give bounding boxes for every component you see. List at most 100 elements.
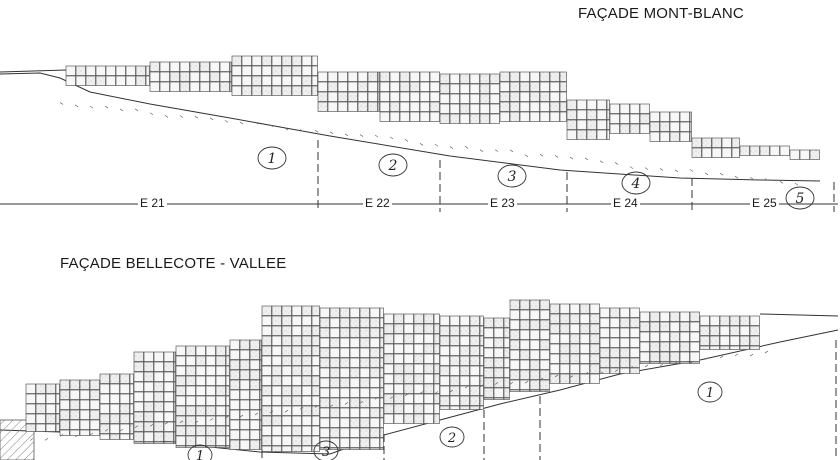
top-cell [347,71,358,82]
top-cell [459,93,470,104]
top-cell [95,65,106,76]
top-seat-mark [419,142,424,146]
bottom-cell [519,359,530,370]
bottom-cell [239,339,250,350]
bottom-cell [249,419,260,430]
top-cell [606,109,610,120]
top-cell [669,111,680,122]
top-cell [586,129,597,140]
top-cell [261,85,272,96]
top-zone-circle [378,153,408,177]
bottom-cell [45,383,56,394]
bottom-cell [249,359,260,370]
bottom-cell [249,369,260,380]
top-cell [145,75,150,86]
bottom-cell [493,357,504,368]
top-seat-mark [209,117,214,121]
top-cell [125,75,136,86]
top-cell [159,81,170,92]
bottom-cell [301,305,312,316]
bottom-cell [173,431,176,442]
bottom-cell [205,395,216,406]
bottom-cell [369,357,380,368]
top-cell [529,91,540,102]
bottom-cell [339,437,350,448]
top-cell [639,103,650,114]
top-cell [337,91,348,102]
bottom-cell [413,353,424,364]
bottom-cell [261,405,272,416]
bottom-cell [261,315,272,326]
bottom-cell [519,299,530,310]
top-cell [125,65,136,76]
bottom-cell [89,399,100,410]
bottom-seat-mark [524,380,529,384]
bottom-seat-mark [104,428,109,432]
top-cell [149,81,160,92]
bottom-cell [249,439,260,450]
bottom-cell [469,365,480,376]
bottom-cell [339,387,350,398]
bottom-cell [349,317,360,328]
bottom-cell [69,399,80,410]
bottom-cell [205,365,216,376]
bottom-cell [679,361,690,364]
bottom-cell [509,389,520,392]
top-section-label-bg [138,196,168,210]
bottom-cell [329,387,340,398]
bottom-seat-mark [29,438,34,441]
bottom-cell [619,327,630,338]
bottom-cell [629,357,640,368]
bottom-seat-mark [719,355,724,359]
top-seat-mark [449,146,454,149]
bottom-cell [479,385,484,396]
bottom-cell [349,387,360,398]
top-cell [539,81,550,92]
bottom-cell [749,315,760,326]
bottom-cell [493,377,504,388]
bottom-cell [133,411,144,422]
top-cell [499,81,510,92]
bottom-cell [133,361,144,372]
bottom-cell [261,365,272,376]
top-cell [377,71,380,82]
top-seat-mark [554,155,559,158]
bottom-cell [649,351,660,362]
bottom-cell [215,395,226,406]
bottom-cell [549,373,560,384]
bottom-cell [369,377,380,388]
bottom-cell [589,323,600,334]
bottom-cell [469,315,480,326]
bottom-cell [329,447,340,450]
top-seat-mark [134,108,139,112]
bottom-cell [339,427,350,438]
bottom-seat-mark [614,369,619,372]
bottom-cell [175,415,186,426]
bottom-cell [319,327,330,338]
top-cell [479,93,490,104]
bottom-cell [25,383,36,394]
bottom-cell [729,335,740,346]
top-cell [449,113,460,124]
top-cell [301,75,312,86]
top-seat-mark [524,154,529,157]
bottom-cell [393,333,404,344]
bottom-cell [459,385,470,396]
top-cell [291,55,302,66]
top-cell [701,137,712,148]
bottom-cell [195,445,206,448]
top-cell [576,109,587,120]
top-cell [115,75,126,86]
bottom-cell [311,375,320,386]
bottom-cell [659,311,670,322]
bottom-cell [569,333,580,344]
top-seat-mark [254,121,259,125]
top-seat-mark [704,172,709,176]
bottom-cell [319,417,330,428]
bottom-cell [281,415,292,426]
bottom-cell [393,393,404,404]
top-cell [519,111,530,122]
top-seat-mark [494,149,499,152]
bottom-seat-mark [239,414,244,418]
